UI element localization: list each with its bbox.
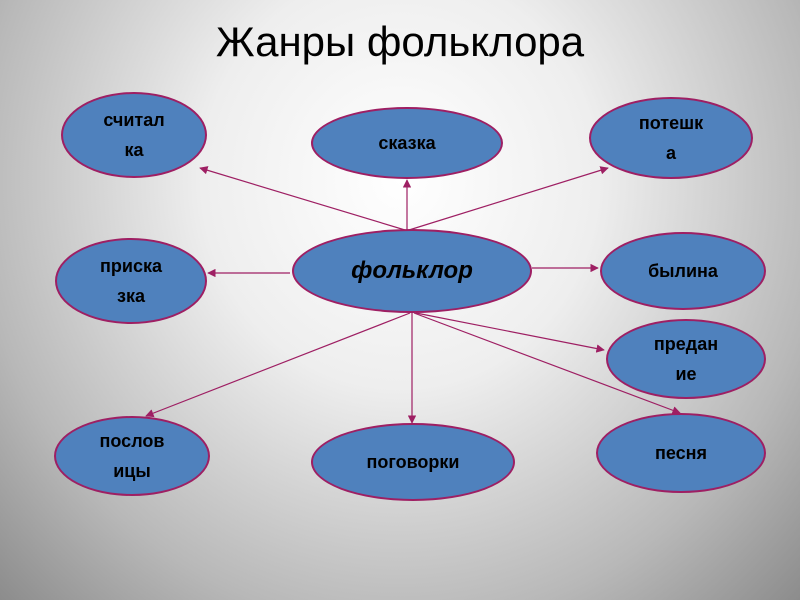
arrow-to-schitalka	[199, 166, 406, 231]
node-predanie: предан ие	[606, 319, 766, 399]
node-schitalka: считал ка	[61, 92, 207, 178]
arrow-to-poteshka	[408, 166, 609, 231]
node-pogovorki: поговорки	[311, 423, 515, 501]
node-bylina: былина	[600, 232, 766, 310]
arrow-to-poslovitsy	[145, 312, 411, 418]
node-pesnya: песня	[596, 413, 766, 493]
page-title: Жанры фольклора	[215, 18, 585, 65]
node-priskazka: приска зка	[55, 238, 207, 324]
node-folklor-center: фольклор	[292, 229, 532, 313]
arrow-to-pesnya	[413, 312, 681, 415]
node-skazka: сказка	[311, 107, 503, 179]
node-poteshka: потешк а	[589, 97, 753, 179]
node-poslovitsy: послов ицы	[54, 416, 210, 496]
arrow-to-predanie	[415, 312, 605, 353]
